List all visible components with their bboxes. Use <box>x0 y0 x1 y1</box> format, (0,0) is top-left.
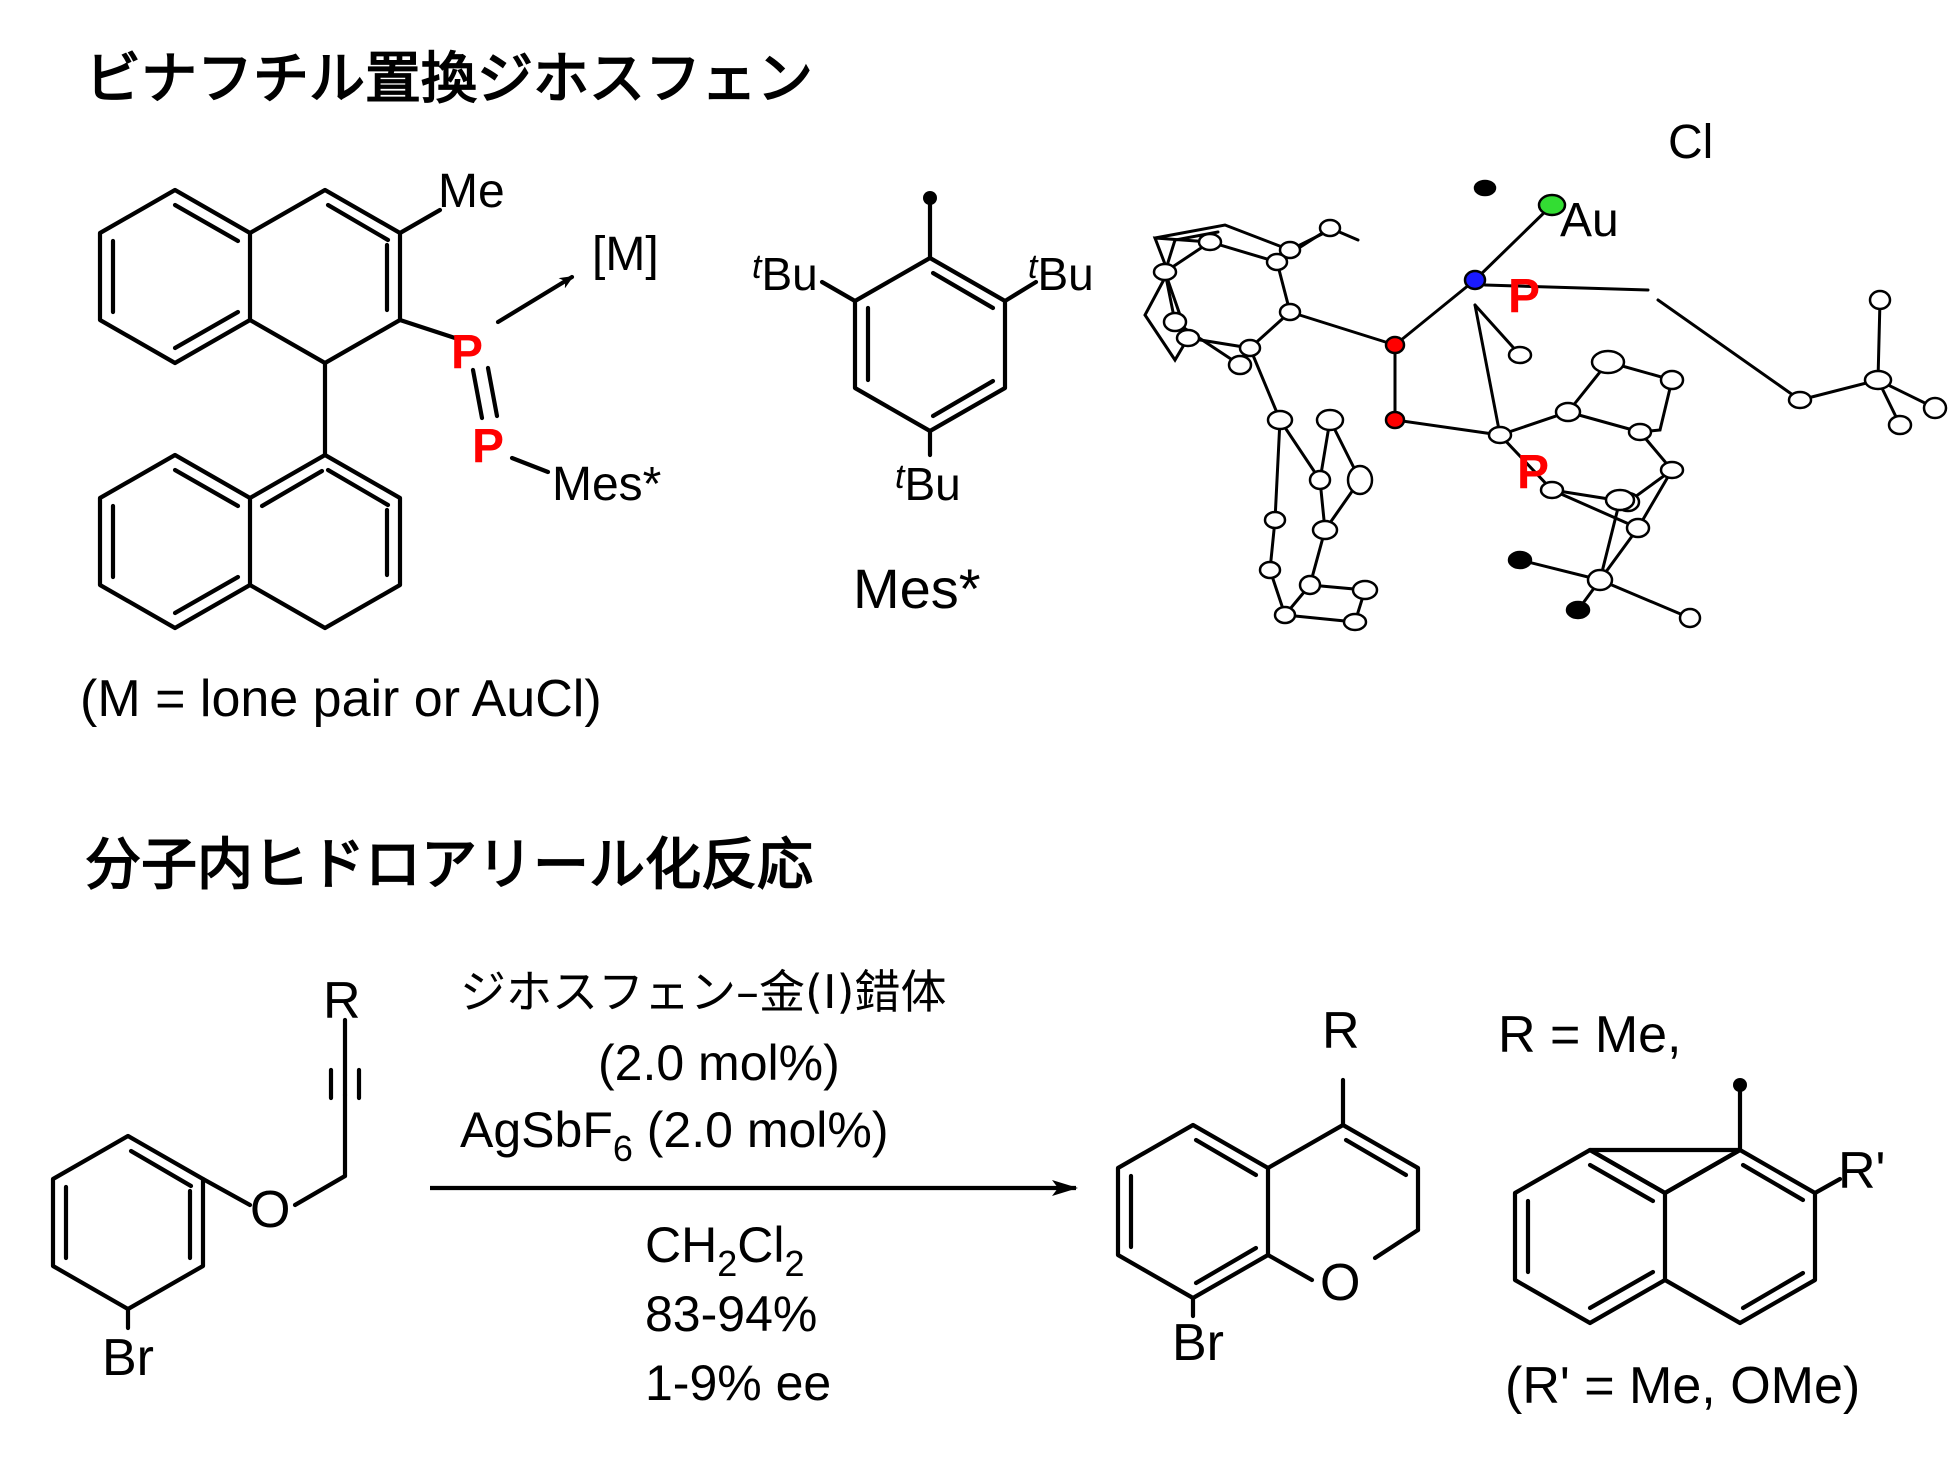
r-prime-label: R' <box>1838 1142 1885 1200</box>
catalyst-loading: (2.0 mol%) <box>598 1035 840 1091</box>
tbu-right-label: tBu <box>1028 248 1094 300</box>
reaction-conditions: ジホスフェン–金(I)錯体 (2.0 mol%) AgSbF6 (2.0 mol… <box>460 965 946 1411</box>
lower-naphthalene <box>97 452 403 631</box>
reactant-br-label: Br <box>102 1329 154 1387</box>
coordination-arrow <box>495 274 575 325</box>
ortep-atoms <box>1152 179 1948 632</box>
mes-star-caption: Mes* <box>853 557 981 620</box>
product-structure: R O Br <box>1115 1002 1421 1372</box>
phosphorus-label-1: P <box>451 326 483 379</box>
upper-naphthalene <box>97 187 458 366</box>
ortep-bonds <box>1143 203 1937 624</box>
r-prime-note: (R' = Me, OMe) <box>1505 1357 1860 1415</box>
metal-label: [M] <box>592 228 659 281</box>
phosphorus-label-2: P <box>472 420 504 473</box>
binaphthyl-diphosphene-structure: Me [M] P P Mes* <box>97 165 661 631</box>
r-definition: R = Me, R' (R' = Me, OMe) <box>1498 1006 1885 1415</box>
chlorine-label: Cl <box>1668 116 1713 169</box>
section2-title: 分子内ヒドロアリール化反応 <box>85 833 813 898</box>
ee-label: 1-9% ee <box>645 1355 831 1411</box>
product-br-label: Br <box>1172 1314 1224 1372</box>
crystal-structure-ortep: Cl Au P P <box>1143 116 1948 632</box>
p-bottom-label: P <box>1517 446 1549 499</box>
attachment-point-dot <box>923 191 937 205</box>
r-equals-me: R = Me, <box>1498 1006 1682 1064</box>
reactant-r-label: R <box>323 972 361 1030</box>
tbu-left-label: tBu <box>752 248 818 300</box>
gold-label: Au <box>1560 194 1619 247</box>
mes-star-label: Mes* <box>552 458 661 511</box>
section1-title: ビナフチル置換ジホスフェン <box>85 47 813 112</box>
tbu-bottom-label: tBu <box>895 458 961 510</box>
product-r-label: R <box>1322 1002 1360 1060</box>
catalyst-label: ジホスフェン–金(I)錯体 <box>460 965 946 1019</box>
reactant-o-label: O <box>250 1181 290 1239</box>
metal-note: (M = lone pair or AuCl) <box>80 670 602 728</box>
mes-star-structure: tBu tBu tBu <box>752 191 1094 510</box>
product-o-label: O <box>1320 1254 1360 1312</box>
p-top-label: P <box>1508 270 1540 323</box>
solvent-label: CH2Cl2 <box>645 1217 805 1284</box>
me-label: Me <box>438 165 505 218</box>
additive-label: AgSbF6 (2.0 mol%) <box>460 1102 889 1169</box>
reactant-structure: R O Br <box>50 972 362 1387</box>
yield-label: 83-94% <box>645 1286 817 1342</box>
